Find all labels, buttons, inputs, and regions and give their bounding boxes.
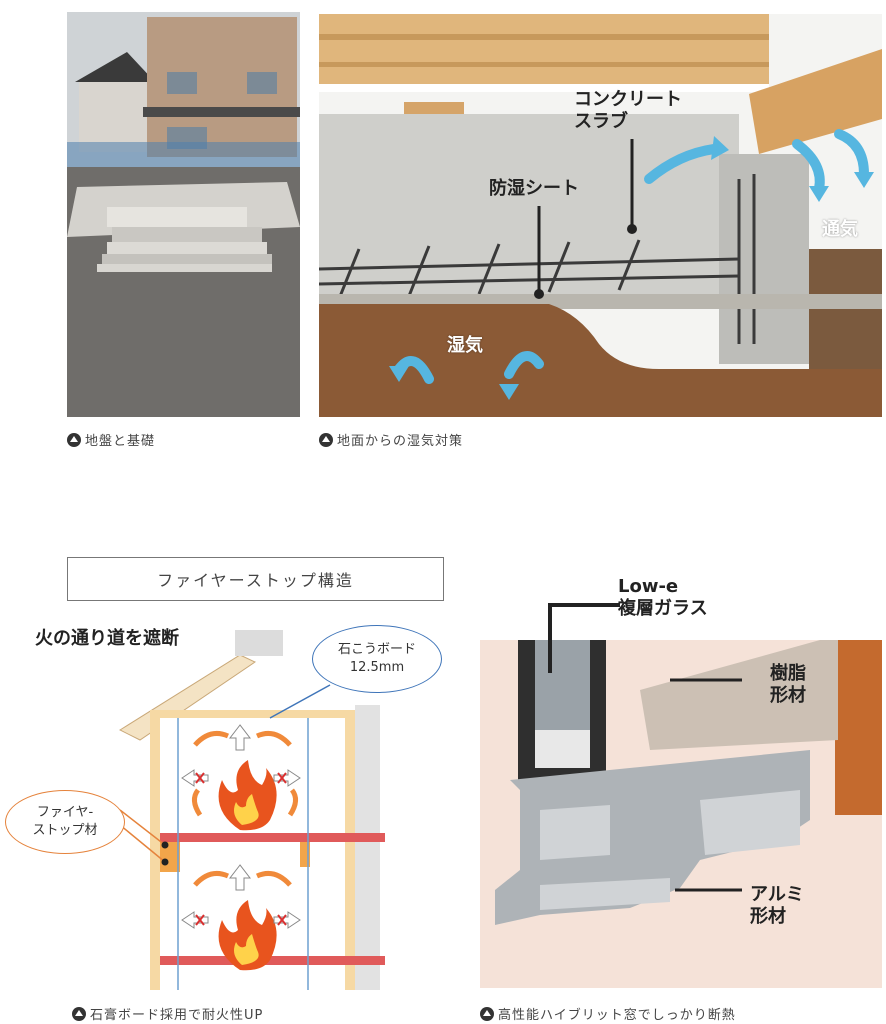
label-ventilation: 通気: [822, 219, 858, 240]
firestop-heading: 火の通り道を遮断: [35, 628, 179, 649]
firestop-material-line1: ファイヤ-: [36, 805, 94, 820]
window-diagram: [480, 640, 882, 988]
caption-moisture: 地面からの湿気対策: [319, 430, 463, 449]
caption-window: 高性能ハイブリット窓でしっかり断熱: [480, 1004, 736, 1023]
label-alu-line1: アルミ: [750, 884, 804, 905]
caption-moisture-text: 地面からの湿気対策: [337, 434, 464, 449]
caption-firestop: 石膏ボード採用で耐火性UP: [72, 1004, 263, 1023]
firestop-title-box: ファイヤーストップ構造: [67, 557, 444, 601]
label-resin-line1: 樹脂: [770, 663, 806, 684]
gypsum-board-thickness: 12.5mm: [349, 660, 405, 675]
firestop-material-bubble: ファイヤ- ストップ材: [5, 790, 125, 854]
label-alu-line2: 形材: [750, 906, 786, 927]
triangle-icon: [480, 1006, 494, 1021]
firestop-material-line2: ストップ材: [32, 823, 98, 838]
firestop-diagram: [0, 630, 445, 1000]
label-concrete-slab: コンクリート スラブ: [574, 89, 682, 133]
triangle-icon: [72, 1006, 86, 1021]
label-concrete-line2: スラブ: [574, 111, 628, 132]
label-glass: Low-e 複層ガラス: [618, 576, 708, 620]
label-moisture-sheet: 防湿シート: [489, 178, 579, 199]
label-concrete-line1: コンクリート: [574, 89, 682, 110]
label-glass-line1: Low-e: [618, 576, 679, 597]
label-resin-frame: 樹脂 形材: [770, 663, 806, 707]
caption-foundation-text: 地盤と基礎: [85, 434, 156, 449]
caption-firestop-text: 石膏ボード採用で耐火性UP: [90, 1008, 264, 1023]
label-glass-line2: 複層ガラス: [618, 598, 708, 619]
caption-foundation: 地盤と基礎: [67, 430, 155, 449]
moisture-diagram: コンクリート スラブ 防湿シート 通気 湿気: [319, 14, 882, 417]
foundation-photo: [67, 12, 300, 417]
triangle-icon: [319, 432, 333, 447]
gypsum-board-bubble: 石こうボード 12.5mm: [312, 625, 442, 693]
triangle-icon: [67, 432, 81, 447]
label-humidity: 湿気: [447, 335, 483, 356]
label-resin-line2: 形材: [770, 685, 806, 706]
gypsum-board-label: 石こうボード: [337, 642, 416, 657]
label-aluminum-frame: アルミ 形材: [750, 884, 804, 928]
glass-pointer-line-vertical: [548, 603, 552, 673]
glass-pointer-line: [548, 603, 620, 607]
caption-window-text: 高性能ハイブリット窓でしっかり断熱: [498, 1008, 736, 1023]
